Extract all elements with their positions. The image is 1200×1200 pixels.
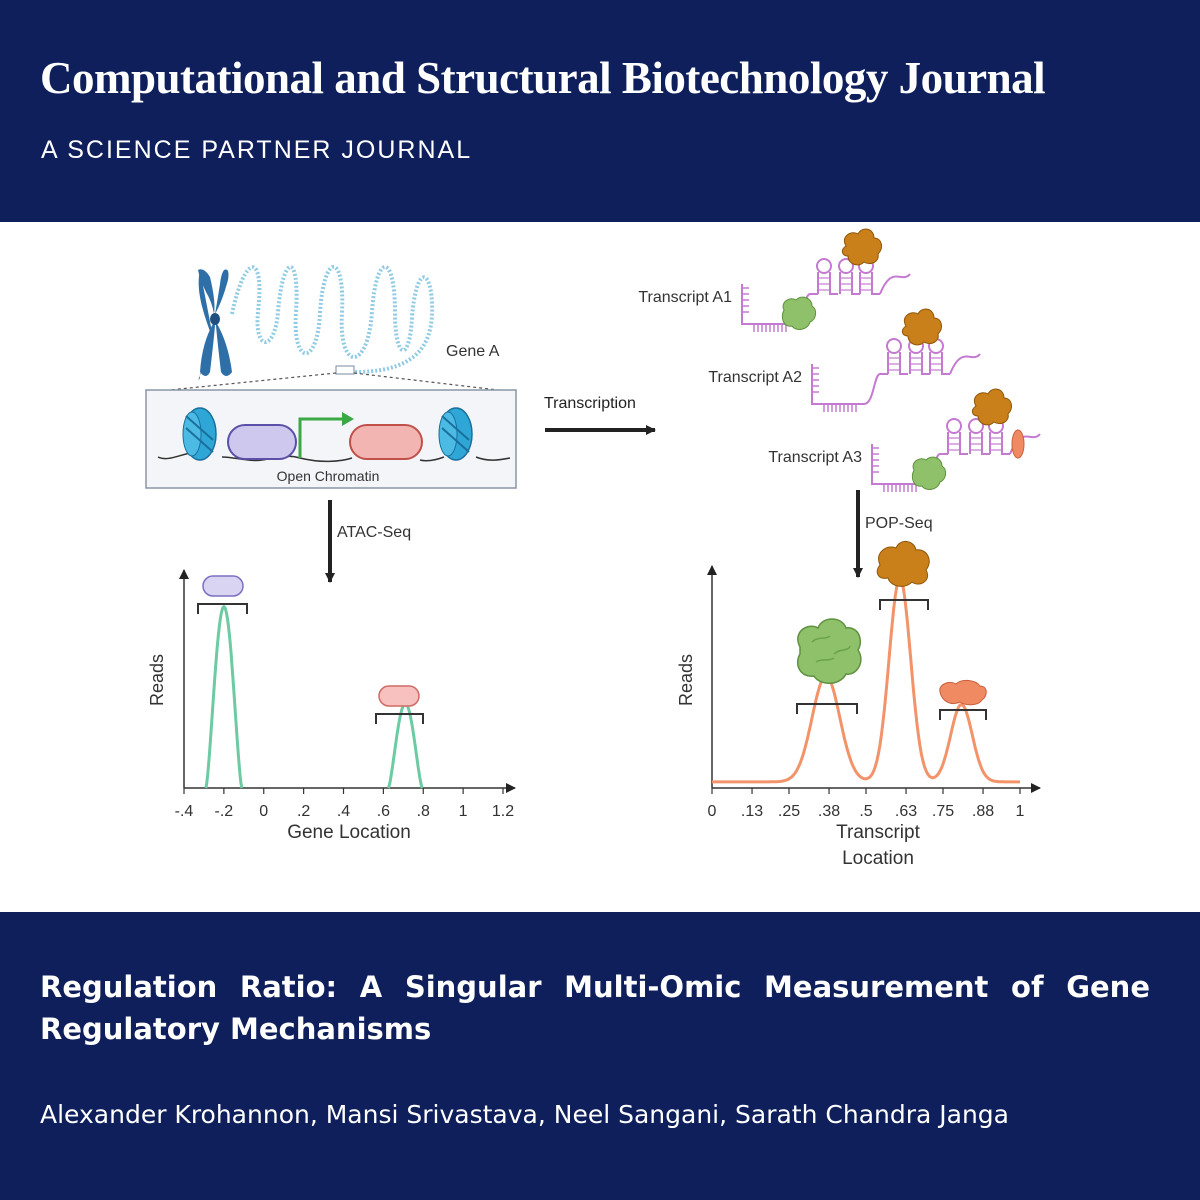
atac-y-label: Reads [147, 654, 167, 706]
peak-bracket [375, 713, 424, 724]
pop-tick-label: .5 [859, 803, 872, 820]
protein-green-icon [911, 456, 947, 490]
protein-salmon-icon [1011, 429, 1025, 459]
pop-seq-label: POP-Seq [865, 515, 933, 532]
transcript-3: Transcript A3 [768, 388, 1041, 492]
regulatory-region-purple [227, 424, 297, 460]
pop-x-label-line1: Transcript [836, 822, 920, 843]
atac-tick-label: -.4 [175, 803, 194, 820]
atac-tick-label: 1.2 [492, 803, 514, 820]
gene-label: Gene A [446, 343, 500, 360]
zoom-region-marker [335, 365, 355, 375]
pop-reads-curve [712, 578, 1020, 784]
protein-green-icon [781, 296, 817, 330]
graphical-abstract: Gene A Open Chromatin [0, 222, 1200, 912]
nucleosome-icon [438, 407, 473, 461]
rna-backbone [811, 364, 888, 405]
atac-chart: Reads Gene Location -.4 -.2 0 .2 .4 .6 .8 1 1.2 [147, 569, 516, 843]
zoom-line-left [149, 372, 337, 393]
article-title: Regulation Ratio: A Singular Multi-Omic … [40, 970, 1150, 1046]
atac-tick-label: 1 [459, 803, 468, 820]
chromatin-label: Open Chromatin [277, 468, 380, 484]
atac-tick-label: .2 [297, 803, 310, 820]
atac-tick-label: .4 [337, 803, 350, 820]
article-authors: Alexander Krohannon, Mansi Srivastava, N… [40, 1100, 1009, 1129]
atac-tick-label: -.2 [215, 803, 234, 820]
transcript-label: Transcript A3 [768, 449, 862, 466]
peak-bracket [197, 603, 248, 614]
journal-title: Computational and Structural Biotechnolo… [40, 53, 1046, 103]
pop-tick-label: 0 [708, 803, 717, 820]
pop-tick-label: .88 [972, 803, 994, 820]
pop-tick-label: .75 [932, 803, 954, 820]
transcript-2: Transcript A2 [708, 308, 981, 412]
pop-tick-label: .63 [895, 803, 917, 820]
zoom-line-right [353, 372, 516, 393]
peak-region-purple-icon [202, 575, 244, 597]
protein-brown-icon [841, 228, 882, 266]
promoter-arrow-icon [298, 417, 344, 458]
dna-strand [230, 265, 435, 374]
atac-tick-label: .6 [377, 803, 390, 820]
pop-tick-label: 1 [1016, 803, 1025, 820]
protein-green-icon [796, 618, 862, 684]
atac-tick-label: .8 [417, 803, 430, 820]
peak-bracket [879, 599, 929, 610]
nucleosome-icon [182, 407, 217, 461]
pop-tick-label: .25 [778, 803, 800, 820]
pop-tick-label: .13 [741, 803, 763, 820]
transcript-label: Transcript A1 [638, 289, 732, 306]
pop-y-label: Reads [676, 654, 696, 706]
peak-bracket [939, 709, 987, 720]
atac-tick-label: 0 [259, 803, 268, 820]
chromosome-icon [198, 269, 232, 380]
transcript-1: Transcript A1 [638, 228, 911, 332]
atac-x-label: Gene Location [287, 822, 411, 843]
protein-brown-icon [876, 541, 930, 587]
figure-canvas: Gene A Open Chromatin [145, 228, 1041, 869]
protein-salmon-icon [939, 679, 987, 706]
transcript-label: Transcript A2 [708, 369, 802, 386]
transcript-group: Transcript A1 Transcript A2 Transcript A3 [638, 228, 1041, 492]
peak-bracket [796, 703, 858, 714]
pop-tick-label: .38 [818, 803, 840, 820]
regulatory-region-pink [349, 424, 423, 460]
atac-seq-label: ATAC-Seq [337, 524, 411, 541]
protein-brown-icon [971, 388, 1012, 426]
journal-header: Computational and Structural Biotechnolo… [0, 0, 1200, 222]
open-chromatin-panel: Open Chromatin [145, 389, 517, 489]
transcription-label: Transcription [544, 395, 636, 412]
protein-brown-icon [901, 308, 942, 346]
journal-subtitle: A SCIENCE PARTNER JOURNAL [41, 136, 473, 164]
article-footer: Regulation Ratio: A Singular Multi-Omic … [0, 912, 1200, 1200]
peak-region-pink-icon [378, 685, 420, 707]
pop-chart: Reads Transcript Location 0 .13 .25 .38 .5 .6… [676, 541, 1041, 869]
pop-x-label-line2: Location [842, 848, 914, 869]
